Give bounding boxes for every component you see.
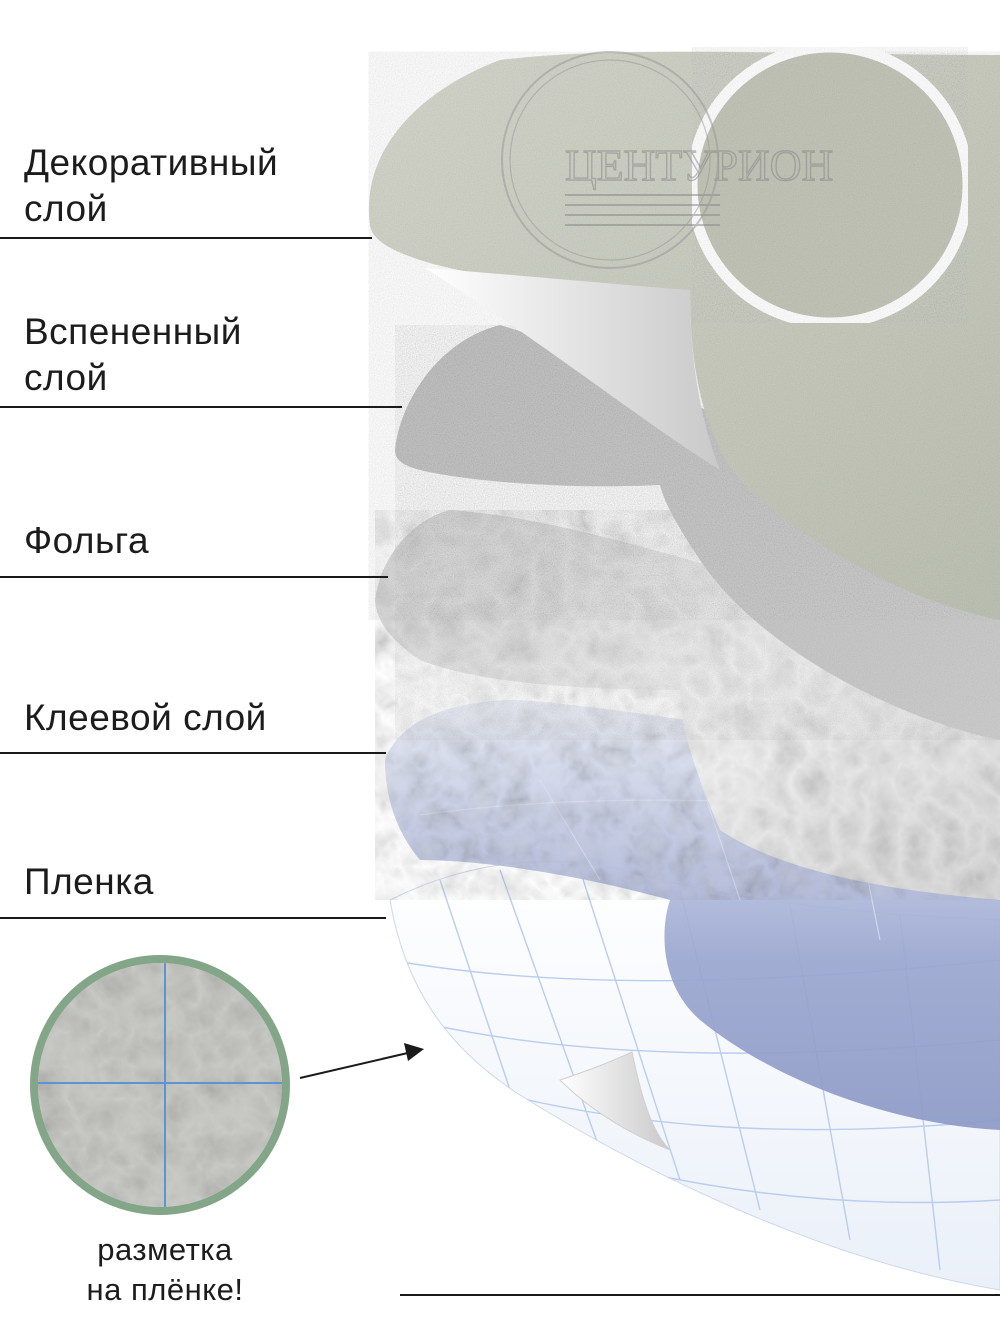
label-film-layer: Пленка [24,861,154,902]
film-curl [559,1051,671,1151]
decorative-curl [425,268,720,470]
film-marking-note: разметка на плёнке! [86,1232,244,1307]
label-foam-layer: Вспененный слой [24,311,242,398]
label-decorative-layer: Декоративный слой [24,142,279,229]
label-foil-layer: Фольга [24,520,150,561]
foam-layer-shape [395,325,1000,740]
film-marking-magnifier [30,955,290,1215]
texture-zoom-lens [686,41,974,329]
brand-watermark: ЦЕНТУРИОН [501,51,834,269]
label-adhesive-layer: Клеевой слой [24,697,267,738]
callout-arrow [299,1043,424,1079]
brand-logo-text: ЦЕНТУРИОН [565,141,833,190]
